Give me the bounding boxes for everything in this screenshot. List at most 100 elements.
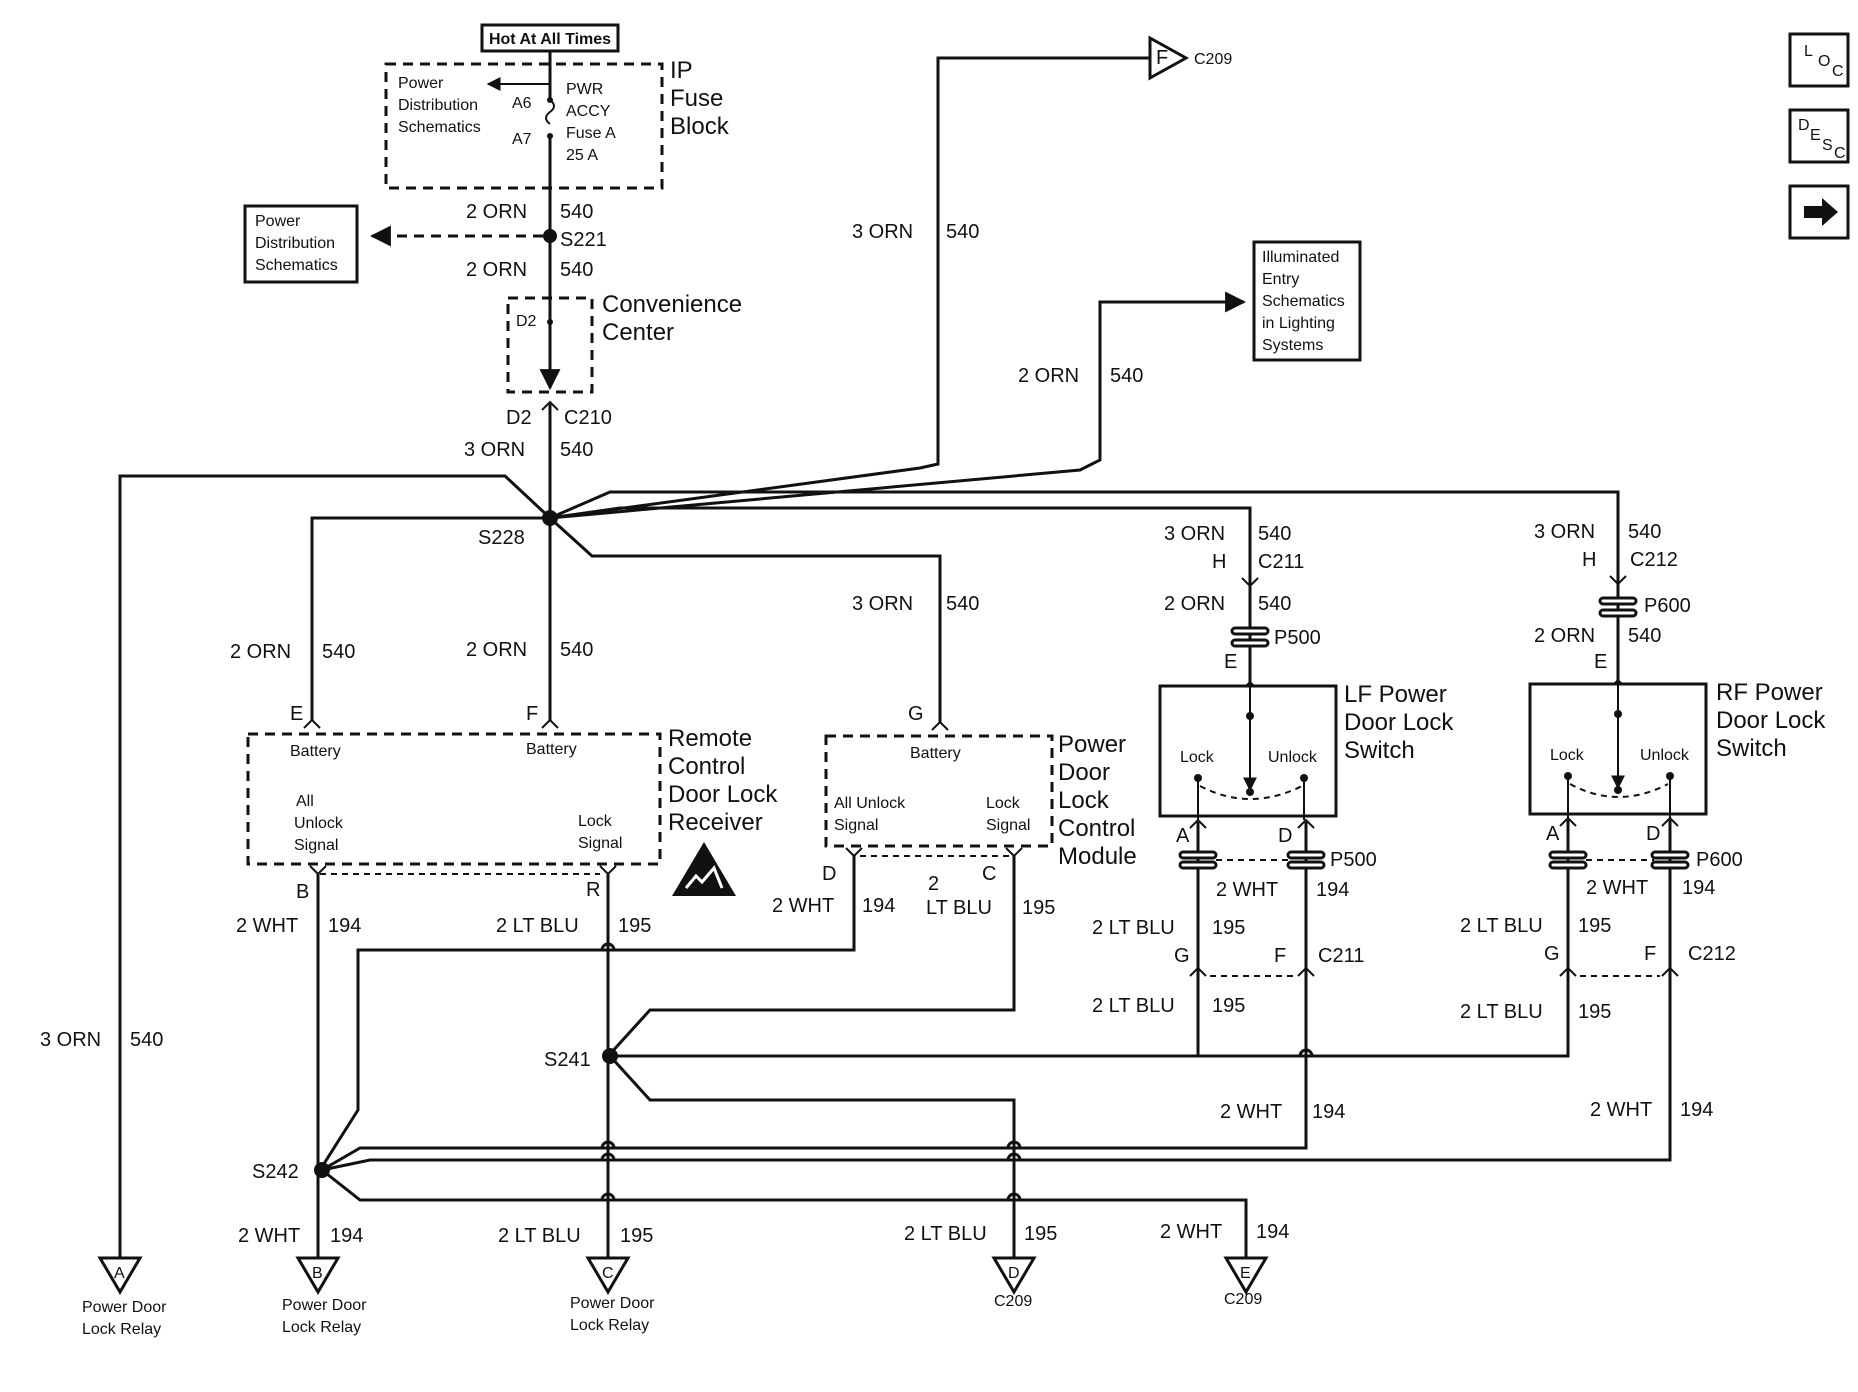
destination-label: Lock Relay xyxy=(82,1321,161,1338)
wire-label: 2 WHT xyxy=(238,1225,300,1247)
pin-label: H xyxy=(1582,549,1596,571)
rf-power-door-lock-switch: 3 ORN 540 H C212 P600 2 ORN 540 E RF Pow… xyxy=(1460,521,1826,1121)
signal-label: Unlock xyxy=(294,815,344,832)
wire-label: 540 xyxy=(1628,521,1661,543)
description-button[interactable]: D E S C xyxy=(1788,108,1850,164)
connector-p600: P600 xyxy=(1696,849,1743,871)
pin-label: E xyxy=(1224,651,1237,673)
signal-label: Signal xyxy=(834,817,878,834)
signal-label: All Unlock xyxy=(834,795,906,812)
pin-label: G xyxy=(1174,945,1190,967)
destination-label: C209 xyxy=(1224,1291,1262,1308)
wire-label: 3 ORN xyxy=(1534,521,1595,543)
pin-label: F xyxy=(526,703,538,725)
arrow-right-icon xyxy=(1804,198,1838,226)
pin-label: F xyxy=(1156,47,1168,69)
battery-label: Battery xyxy=(526,741,577,758)
splice-label: S241 xyxy=(544,1049,591,1071)
wire-label: 3 ORN xyxy=(852,593,913,615)
destination-label: Lock Relay xyxy=(282,1319,361,1336)
wire-label: 2 LT BLU xyxy=(1460,915,1543,937)
pd-box-label: Distribution xyxy=(255,235,335,252)
convenience-center-label: Center xyxy=(602,319,674,346)
hot-at-all-times-label: Hot At All Times xyxy=(489,31,611,48)
wire-label: 3 ORN xyxy=(464,439,525,461)
wire-label: 194 xyxy=(1312,1101,1345,1123)
wire-label: 2 LT BLU xyxy=(496,915,579,937)
pin-label: H xyxy=(1212,551,1226,573)
connector-p600: P600 xyxy=(1644,595,1691,617)
wire-label: 2 LT BLU xyxy=(1092,995,1175,1017)
pin-label: C xyxy=(982,863,996,885)
wire-label: 2 LT BLU xyxy=(1460,1001,1543,1023)
wire-label: 194 xyxy=(1680,1099,1713,1121)
illum-box-label: Illuminated xyxy=(1262,249,1339,266)
battery-label: Battery xyxy=(910,745,961,762)
destination-d: D C209 xyxy=(991,1256,1037,1310)
nav-glyph: O xyxy=(1818,53,1830,70)
pin-label: E xyxy=(1594,651,1607,673)
signal-label: Signal xyxy=(986,817,1030,834)
ip-fuse-block: Hot At All Times IP Fuse Block Power Dis… xyxy=(384,23,730,240)
signal-label: Signal xyxy=(578,835,622,852)
wire-label: 195 xyxy=(618,915,651,937)
fuse-label: ACCY xyxy=(566,103,611,120)
next-button[interactable] xyxy=(1788,184,1850,240)
wire-label: 540 xyxy=(322,641,355,663)
illuminated-entry-box xyxy=(1252,240,1362,362)
wire-label: 540 xyxy=(1258,523,1291,545)
wire-label: 2 LT BLU xyxy=(498,1225,581,1247)
switch-lock-label: Lock xyxy=(1180,749,1215,766)
fuse-block-title: Block xyxy=(670,113,730,140)
wire-label: 3 ORN xyxy=(852,221,913,243)
pin-label: D xyxy=(1008,1265,1020,1282)
pin-label: A xyxy=(1546,823,1560,845)
connector-c211: C211 xyxy=(1318,945,1364,967)
wire-label: 2 WHT xyxy=(236,915,298,937)
wire-label: 2 WHT xyxy=(1590,1099,1652,1121)
location-button[interactable]: L O C xyxy=(1788,32,1850,88)
nav-glyph: C xyxy=(1832,63,1844,80)
splice-s221 xyxy=(543,229,557,243)
wire-label: 540 xyxy=(560,439,593,461)
wire-label: 540 xyxy=(1110,365,1143,387)
pd-box-label: Power xyxy=(255,213,301,230)
pd-schematics-box xyxy=(243,204,359,284)
pin-label: D2 xyxy=(506,407,532,429)
wire-label: 540 xyxy=(560,639,593,661)
signal-label: Signal xyxy=(294,837,338,854)
wire-label: 2 ORN xyxy=(466,201,527,223)
pin-label: F xyxy=(1274,945,1286,967)
connector-p500: P500 xyxy=(1330,849,1377,871)
pin-label: G xyxy=(1544,943,1560,965)
wire-label: 2 WHT xyxy=(1216,879,1278,901)
wire-label: 2 LT BLU xyxy=(904,1223,987,1245)
destination-label: C209 xyxy=(994,1293,1032,1310)
switch-unlock-label: Unlock xyxy=(1640,747,1690,764)
pin-a6: A6 xyxy=(512,95,532,112)
signal-label: Lock xyxy=(578,813,613,830)
pd-box-label: Schematics xyxy=(255,257,338,274)
wire-label: 194 xyxy=(862,895,895,917)
pin-label: B xyxy=(312,1265,323,1282)
wire-label: 540 xyxy=(946,593,979,615)
wire-label: 2 ORN xyxy=(230,641,291,663)
destination-b: B Power Door Lock Relay xyxy=(282,1256,367,1336)
wire-label: 540 xyxy=(946,221,979,243)
destination-label: Power Door xyxy=(282,1297,367,1314)
component-title: Receiver xyxy=(668,809,763,836)
pin-label: R xyxy=(586,879,600,901)
fuse-label: PWR xyxy=(566,81,603,98)
pin-label: B xyxy=(296,881,309,903)
esd-sensitive-icon xyxy=(672,842,736,896)
wire-label: 2 ORN xyxy=(1164,593,1225,615)
wire-label: 194 xyxy=(1316,879,1349,901)
convenience-center-label: Convenience xyxy=(602,291,742,318)
destination-label: Lock Relay xyxy=(570,1317,649,1334)
wire-label: 195 xyxy=(1022,897,1055,919)
splice-label: S228 xyxy=(478,527,525,549)
wire-label: 540 xyxy=(1258,593,1291,615)
remote-control-door-lock-receiver: E F Battery Battery All Unlock Signal Lo… xyxy=(246,703,778,903)
nav-glyph: E xyxy=(1810,127,1821,144)
switch-unlock-label: Unlock xyxy=(1268,749,1318,766)
